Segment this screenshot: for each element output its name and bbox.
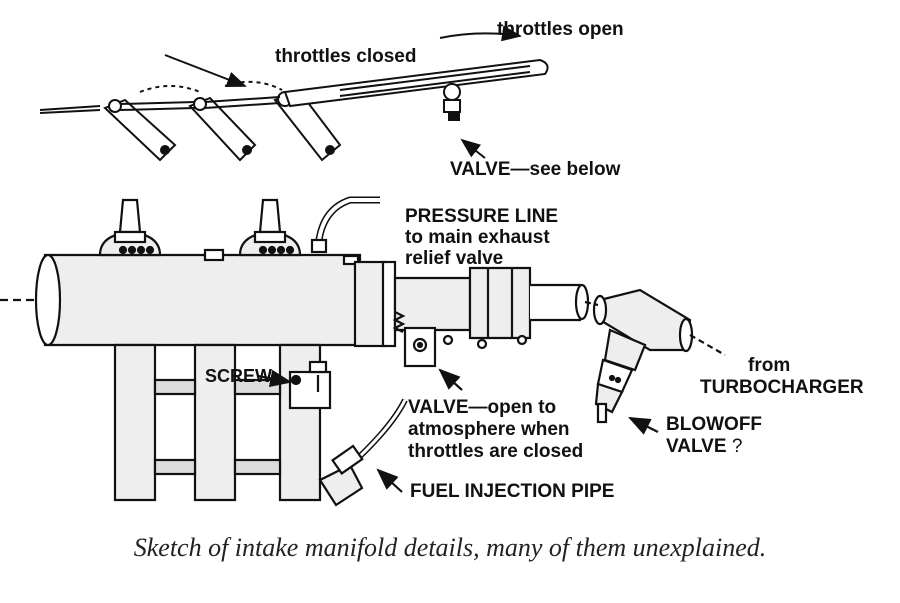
label-blowoff: BLOWOFF xyxy=(666,414,763,435)
label-fuel-injection-pipe: FUEL INJECTION PIPE xyxy=(410,481,615,502)
label-valve-open-2: atmosphere when xyxy=(408,419,570,440)
label-screw: SCREW xyxy=(205,366,272,386)
fuel-injection-pipe xyxy=(318,398,408,507)
label-valve-open: VALVE—open to xyxy=(408,397,557,418)
label-blowoff-valve-text: VALVE xyxy=(666,436,727,457)
intake-manifold xyxy=(0,196,397,502)
label-from: from xyxy=(748,355,791,376)
throttle-linkage xyxy=(39,25,549,162)
blowoff-valve xyxy=(584,288,726,424)
label-pressure-line-2: to main exhaust xyxy=(405,227,550,248)
label-turbocharger: TURBOCHARGER xyxy=(700,377,864,398)
label-pressure-line-3: relief valve xyxy=(405,248,504,269)
label-blowoff-question: ? xyxy=(731,436,743,457)
throttle-body xyxy=(392,266,590,368)
label-valve-open-3: throttles are closed xyxy=(408,441,584,462)
label-throttles-open: throttles open xyxy=(497,19,624,40)
pointer-arrows xyxy=(257,368,659,493)
label-valve-see-below: VALVE—see below xyxy=(450,159,621,180)
figure-caption: Sketch of intake manifold details, many … xyxy=(133,533,767,562)
label-blowoff-valve: VALVE ? xyxy=(666,437,742,457)
label-throttles-closed: throttles closed xyxy=(275,46,417,67)
label-pressure-line: PRESSURE LINE xyxy=(405,206,559,227)
